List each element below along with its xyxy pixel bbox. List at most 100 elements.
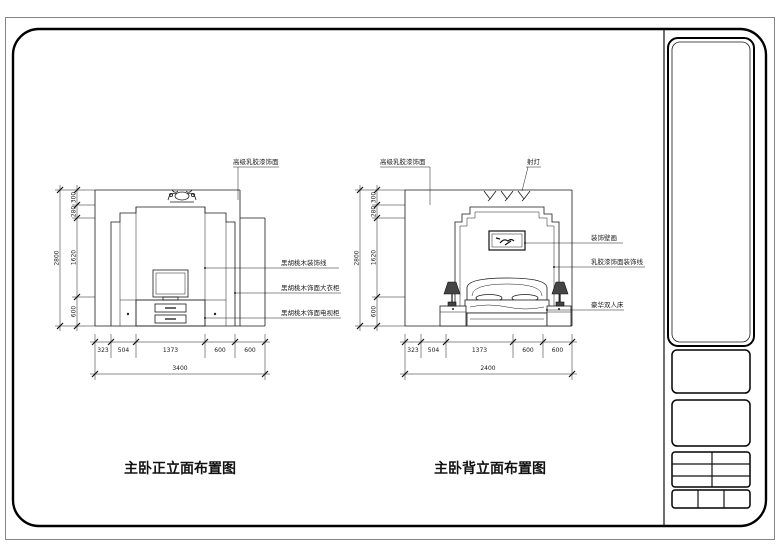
back-vdim-total: 2800 bbox=[354, 250, 361, 265]
front-hdim-seg-4: 600 bbox=[214, 347, 226, 354]
front-hdim-seg-3: 1373 bbox=[163, 347, 178, 354]
front-label-tv-cabinet: 黑胡桃木饰面电视柜 bbox=[281, 308, 340, 317]
back-leader-spotlight bbox=[521, 166, 541, 192]
front-hdim-total: 3400 bbox=[172, 365, 187, 372]
title-block-footer-grid bbox=[697, 490, 725, 508]
back-elevation-title: 主卧背立面布置图 bbox=[434, 460, 546, 477]
front-vdim-seg2: 280 bbox=[71, 206, 78, 218]
bed-headboard-inner bbox=[471, 283, 543, 297]
front-wall-outline bbox=[94, 189, 266, 327]
back-hdim-ticks bbox=[401, 338, 576, 378]
front-vdim-ticks bbox=[56, 186, 81, 330]
lamp-left-base bbox=[447, 301, 457, 307]
back-leader-trim-dot bbox=[553, 266, 555, 268]
front-vdim-total: 2800 bbox=[54, 250, 61, 265]
decorative-painting-frame bbox=[488, 230, 526, 251]
wardrobe-outline bbox=[110, 206, 236, 326]
front-label-trim: 黑胡桃木装饰线 bbox=[281, 258, 327, 267]
front-vdim-extension-lines bbox=[55, 189, 95, 327]
back-hdim-seg-3: 1373 bbox=[472, 347, 487, 354]
crown-dot-right bbox=[190, 192, 195, 197]
back-vdim-seg1: 300 bbox=[371, 192, 378, 204]
front-leader-tv-cabinet-dot bbox=[204, 317, 206, 319]
back-vdim-seg2: 280 bbox=[371, 206, 378, 218]
front-leader-wall-finish bbox=[233, 166, 279, 200]
wardrobe-knob-left bbox=[126, 312, 130, 316]
decorative-painting-inner bbox=[491, 233, 523, 248]
front-hdim-lines bbox=[90, 341, 270, 375]
back-leader-wall-finish bbox=[380, 166, 431, 205]
front-elevation-title: 主卧正立面布置图 bbox=[124, 460, 236, 477]
bed-base bbox=[466, 312, 548, 327]
back-leader-painting-dot bbox=[524, 242, 526, 244]
back-vdim-extension-lines bbox=[355, 189, 405, 327]
title-block-box-2 bbox=[671, 399, 751, 447]
back-hdim-total: 2400 bbox=[480, 365, 495, 372]
front-vdim-lines bbox=[59, 185, 78, 331]
crown-dot-left bbox=[168, 192, 173, 197]
outer-border bbox=[5, 17, 775, 540]
back-leader-bed-dot bbox=[546, 309, 548, 311]
back-label-spotlight: 射灯 bbox=[527, 157, 541, 166]
front-crown-ornament bbox=[167, 189, 197, 203]
back-arch-trim-inner bbox=[459, 211, 555, 326]
sheet-frame bbox=[5, 17, 775, 540]
front-label-wall-finish: 高级乳胶漆饰面 bbox=[233, 157, 279, 166]
back-label-bed: 豪华双人床 bbox=[591, 300, 624, 309]
back-hdim-seg-4: 600 bbox=[522, 347, 534, 354]
back-elevation: 高级乳胶漆饰面 射灯 装饰壁画 乳胶漆饰面装饰线 豪华双人床 2800 300 … bbox=[354, 157, 645, 477]
back-label-wall-finish: 高级乳胶漆饰面 bbox=[380, 157, 426, 166]
tv-screen-inner bbox=[155, 272, 186, 295]
front-vdim-seg1: 300 bbox=[71, 192, 78, 204]
nightstand-right-knob bbox=[558, 308, 560, 310]
spotlight-icons bbox=[483, 190, 531, 202]
wardrobe-panel-lines bbox=[119, 207, 227, 326]
nightstand-left-knob bbox=[452, 308, 454, 310]
title-block bbox=[667, 37, 755, 509]
front-hdim-seg-2: 504 bbox=[118, 347, 130, 354]
title-block-footer bbox=[671, 489, 751, 509]
front-vdim-seg3: 1620 bbox=[71, 250, 78, 265]
front-hdim-extension-lines bbox=[94, 334, 266, 380]
front-hdim-ticks bbox=[91, 338, 269, 378]
front-vdim-seg4: 600 bbox=[71, 306, 78, 318]
back-arch-trim-outer bbox=[454, 206, 560, 326]
bed-mattress bbox=[464, 299, 550, 314]
front-leader-trim-dot bbox=[204, 267, 206, 269]
tv-cabinet bbox=[135, 299, 206, 327]
tv-cabinet-drawer-bottom bbox=[154, 314, 187, 324]
title-block-main-panel bbox=[667, 37, 755, 347]
lamp-right-shade bbox=[551, 281, 569, 295]
front-elevation: 高级乳胶漆饰面 黑胡桃木装饰线 黑胡桃木饰面大衣柜 黑胡桃木饰面电视柜 2800… bbox=[54, 157, 341, 477]
tv-cabinet-drawer-top bbox=[154, 303, 187, 313]
back-wall-outline bbox=[404, 189, 573, 327]
front-leader-wardrobe-dot bbox=[234, 292, 236, 294]
back-hdim-seg-2: 504 bbox=[428, 347, 440, 354]
lamp-right-base bbox=[555, 301, 565, 307]
title-block-table bbox=[671, 451, 751, 488]
title-block-table-grid bbox=[672, 452, 750, 487]
title-block-box-1 bbox=[671, 349, 751, 394]
back-hdim-extension-lines bbox=[404, 334, 573, 380]
back-label-trim: 乳胶漆饰面装饰线 bbox=[591, 257, 644, 266]
front-label-wardrobe: 黑胡桃木饰面大衣柜 bbox=[281, 283, 340, 292]
back-hdim-seg-5: 600 bbox=[552, 347, 564, 354]
crown-scrolls bbox=[167, 189, 197, 203]
tv-cabinet-handles bbox=[165, 307, 176, 320]
front-hdim-seg-5: 600 bbox=[244, 347, 256, 354]
back-vdim-seg3: 1620 bbox=[371, 250, 378, 265]
wardrobe-knob-right bbox=[213, 312, 217, 316]
bed-spread-lines bbox=[469, 304, 545, 320]
back-vdim-lines bbox=[359, 185, 378, 331]
crown-center bbox=[174, 191, 190, 201]
tv-screen bbox=[152, 269, 189, 298]
decorative-painting-bird-icon bbox=[495, 237, 515, 246]
back-label-painting: 装饰壁画 bbox=[591, 233, 617, 242]
front-hdim-seg-1: 323 bbox=[97, 347, 109, 354]
lamp-left-shade bbox=[443, 281, 461, 295]
back-hdim-lines bbox=[400, 341, 577, 375]
back-vdim-ticks bbox=[356, 186, 381, 330]
inner-border bbox=[11, 27, 768, 528]
title-block-main-panel-inner bbox=[671, 41, 751, 343]
